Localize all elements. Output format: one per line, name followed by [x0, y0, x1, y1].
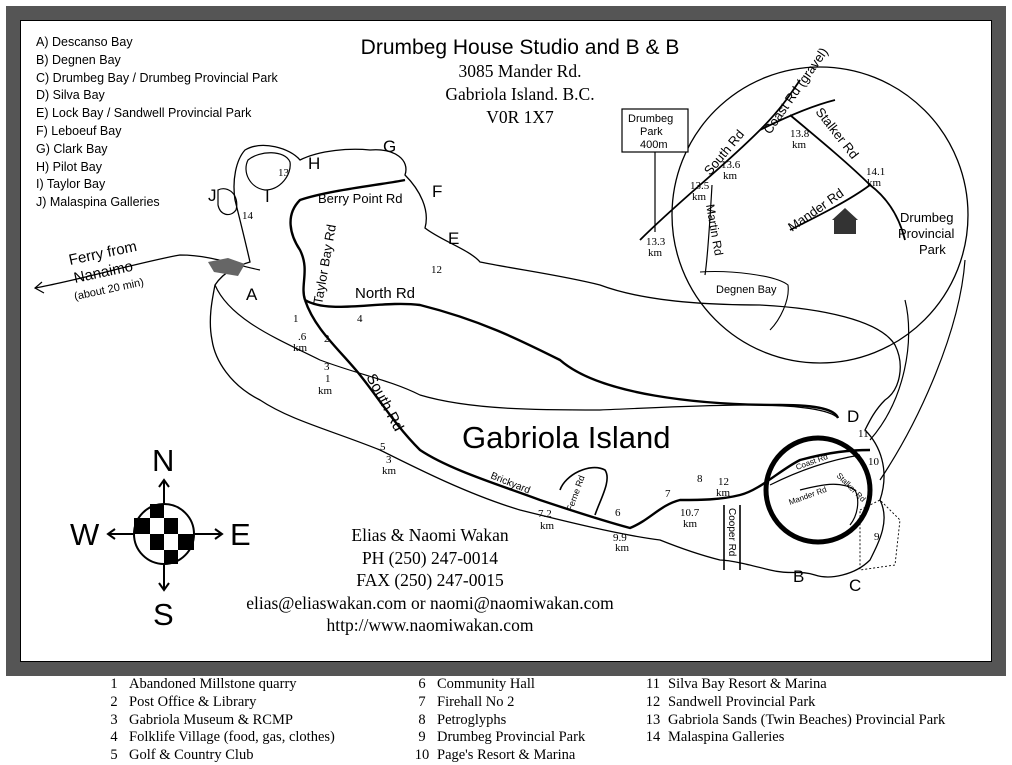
- site-legend-number: 2: [110, 693, 118, 710]
- site-legend-row: 3 Gabriola Museum & RCMP: [99, 712, 335, 730]
- site-legend-number: 13: [645, 711, 661, 728]
- contact-fax: FAX (250) 247-0015: [356, 570, 504, 590]
- site-legend-number: 3: [110, 711, 118, 728]
- islet-j: [217, 188, 238, 216]
- site-legend-row: 12 Sandwell Provincial Park: [638, 694, 945, 712]
- bay-legend-item: H) Pilot Bay: [36, 159, 102, 174]
- address-line: Gabriola Island. B.C.: [445, 84, 595, 104]
- site-legend-col1: 1 Abandoned Millstone quarry 2 Post Office…: [99, 676, 335, 765]
- bay-legend-item: C) Drumbeg Bay / Drumbeg Provincial Park: [36, 70, 278, 85]
- compass-east: E: [230, 517, 251, 552]
- drumbeg-hatch: [859, 499, 901, 571]
- site-legend-label: Post Office & Library: [129, 693, 257, 710]
- site-legend-number: 10: [414, 747, 430, 764]
- address-line: 3085 Mander Rd.: [458, 61, 582, 81]
- site-legend-label: Community Hall: [437, 676, 535, 692]
- bay-legend: A) Descanso Bay B) Degnen Bay C) Drumbeg…: [36, 34, 278, 212]
- compass-south: S: [153, 597, 174, 632]
- site-legend-label: Petroglyphs: [437, 711, 507, 728]
- compass-north: N: [152, 443, 175, 478]
- inset-road-mander: [789, 183, 906, 241]
- road-south: [303, 299, 871, 530]
- inset-road-south: [639, 79, 801, 241]
- site-legend-row: 10 Page's Resort & Marina: [407, 747, 585, 765]
- contact-names: Elias & Naomi Wakan: [351, 525, 509, 545]
- site-legend-number: 8: [418, 711, 426, 728]
- drumbeg-inner-roads: [769, 454, 861, 526]
- site-legend-row: 6 Community Hall: [407, 676, 585, 694]
- inset-road-martin: [704, 184, 713, 276]
- site-legend-row: 13 Gabriola Sands (Twin Beaches) Provinci…: [638, 711, 946, 730]
- bay-legend-item: B) Degnen Bay: [36, 52, 121, 67]
- site-legend-number: 14: [645, 729, 661, 746]
- postal-code: V0R 1X7: [486, 107, 554, 127]
- site-legend-col2: 6 Community Hall 7 Firehall No 2 8 Petrogly…: [407, 676, 585, 765]
- site-legend-row: 5 Golf & Country Club: [99, 747, 335, 765]
- site-legend-label: Folklife Village (food, gas, clothes): [129, 729, 335, 746]
- site-legend-number: 7: [418, 693, 426, 710]
- site-legend-row: 11 Silva Bay Resort & Marina: [638, 676, 945, 694]
- bay-legend-item: F) Leboeuf Bay: [36, 123, 122, 138]
- contact-website[interactable]: http://www.naomiwakan.com: [326, 615, 534, 635]
- road-north: [304, 298, 840, 419]
- site-legend-col3: 11 Silva Bay Resort & Marina 12 Sandwell P…: [638, 676, 946, 747]
- site-legend-row: 2 Post Office & Library: [99, 694, 335, 712]
- site-legend-number: 12: [645, 693, 661, 710]
- site-legend-label: Sandwell Provincial Park: [668, 693, 816, 710]
- site-legend-label: Drumbeg Provincial Park: [437, 729, 586, 746]
- site-legend-label: Silva Bay Resort & Marina: [668, 676, 827, 692]
- house-icon: [832, 208, 858, 234]
- site-legend-row: 8 Petroglyphs: [407, 712, 585, 730]
- site-legend-row: 4 Folklife Village (food, gas, clothes): [99, 729, 335, 747]
- site-legend-label: Abandoned Millstone quarry: [129, 676, 297, 692]
- inset-degnen-coast: [699, 271, 789, 331]
- inset-circle: [671, 66, 969, 364]
- inset-connector: [869, 259, 966, 481]
- bay-legend-item: A) Descanso Bay: [36, 35, 133, 49]
- contact-block: Elias & Naomi Wakan PH (250) 247-0014 FA…: [200, 524, 660, 637]
- islet: [245, 152, 291, 191]
- site-legend-number: 1: [110, 676, 118, 692]
- bay-legend-item: J) Malaspina Galleries: [36, 195, 160, 210]
- site-legend-number: 11: [646, 676, 660, 692]
- compass-west: W: [70, 517, 100, 552]
- road-taylor-bay: [289, 178, 406, 301]
- road-ferne: [559, 466, 608, 516]
- site-legend-number: 4: [110, 729, 118, 746]
- ferry-arrow: [33, 281, 45, 294]
- bay-legend-item: E) Lock Bay / Sandwell Provincial Park: [36, 106, 252, 121]
- inset-sign: [621, 108, 689, 153]
- site-legend-row: 7 Firehall No 2: [407, 694, 585, 712]
- island-coastline: [209, 144, 901, 578]
- site-legend-row: 14 Malaspina Galleries: [638, 729, 945, 747]
- island-name: Gabriola Island: [462, 420, 671, 455]
- site-legend-number: 9: [418, 729, 426, 746]
- business-name: Drumbeg House Studio and B & B: [360, 36, 680, 59]
- bay-legend-item: G) Clark Bay: [36, 141, 108, 156]
- site-legend-label: Golf & Country Club: [129, 747, 254, 764]
- inset-road-stalker: [789, 114, 871, 186]
- site-legend-number: 6: [418, 676, 426, 692]
- drumbeg-circle: [763, 435, 873, 545]
- site-legend-label: Firehall No 2: [437, 693, 515, 710]
- site-legend-label: Malaspina Galleries: [668, 729, 785, 746]
- contact-phone: PH (250) 247-0014: [361, 547, 499, 568]
- site-legend-label: Gabriola Sands (Twin Beaches) Provincial…: [668, 711, 946, 728]
- map-frame: [6, 6, 1006, 676]
- site-legend-number: 5: [110, 747, 118, 764]
- bay-legend-item: I) Taylor Bay: [36, 177, 106, 192]
- site-legend-label: Gabriola Museum & RCMP: [129, 711, 293, 728]
- bay-legend-item: D) Silva Bay: [36, 88, 105, 103]
- ferry-boat: [208, 258, 245, 276]
- site-legend-row: 9 Drumbeg Provincial Park: [407, 729, 585, 747]
- site-legend-label: Page's Resort & Marina: [437, 747, 576, 764]
- title-block: Drumbeg House Studio and B & B 3085 Mand…: [300, 36, 740, 129]
- compass-rose: [106, 478, 224, 592]
- site-legend-row: 1 Abandoned Millstone quarry: [99, 676, 335, 694]
- inset-road-coast: [759, 99, 836, 131]
- contact-email[interactable]: elias@eliaswakan.com or naomi@naomiwakan…: [246, 592, 614, 613]
